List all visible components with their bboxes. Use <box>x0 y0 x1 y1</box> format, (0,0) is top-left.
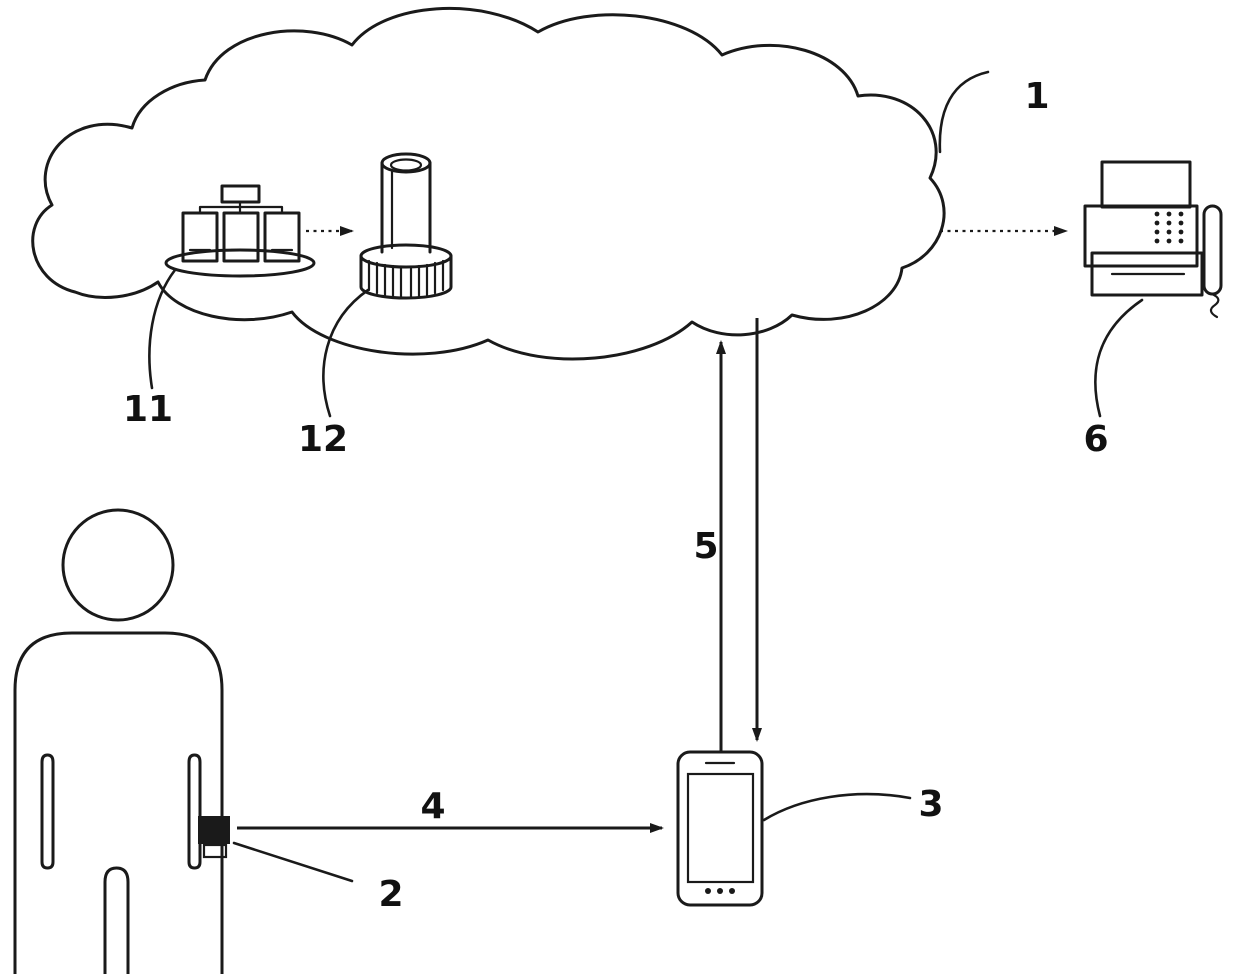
server-hub-box <box>220 184 261 204</box>
fax-machine <box>1083 160 1223 319</box>
leader-servers <box>148 268 177 390</box>
fax-handset-cord <box>1209 292 1220 319</box>
keypad-dot <box>1178 229 1184 235</box>
keypad-dot <box>1166 211 1172 217</box>
database-column-sides <box>380 161 432 254</box>
phone-dot <box>717 888 723 894</box>
label-server-cluster: 11 <box>123 389 173 430</box>
phone-home-dots <box>705 888 735 894</box>
fax-body <box>1083 204 1199 268</box>
wearable-device <box>198 816 230 859</box>
label-wearable: 2 <box>378 874 403 915</box>
fax-paper-tray <box>1100 160 1192 209</box>
label-wearable-link: 4 <box>420 786 445 827</box>
fax-keypad-dots <box>1154 211 1184 244</box>
keypad-dot <box>1178 211 1184 217</box>
person-left-arm-slit <box>40 753 55 870</box>
database-base-top <box>359 243 453 269</box>
label-smartphone: 3 <box>918 784 943 825</box>
keypad-dot <box>1178 220 1184 226</box>
leader-phone <box>762 792 912 822</box>
database-base-sides <box>359 254 453 300</box>
fax-handset <box>1202 204 1223 296</box>
phone-dot <box>705 888 711 894</box>
phone-dot <box>729 888 735 894</box>
leader-fax <box>1094 298 1144 418</box>
fax-output-tray <box>1090 251 1204 297</box>
label-database: 12 <box>298 419 348 460</box>
wearable-clasp <box>202 843 228 859</box>
keypad-dot <box>1166 220 1172 226</box>
phone-screen <box>686 772 755 884</box>
person <box>13 508 224 974</box>
smartphone <box>676 750 764 907</box>
label-cloud: 1 <box>1024 76 1049 117</box>
database-column-top <box>380 152 432 174</box>
keypad-dot <box>1166 229 1172 235</box>
database-column-inner <box>389 158 423 172</box>
server-hub-links <box>198 200 284 215</box>
person-head <box>61 508 175 622</box>
database-base-ribs <box>367 259 445 300</box>
wearable-band <box>198 816 230 844</box>
person-right-arm-slit <box>187 753 202 870</box>
server-platform-ellipse <box>164 248 316 278</box>
keypad-dot <box>1154 220 1160 226</box>
keypad-dot <box>1154 211 1160 217</box>
leader-database <box>322 288 370 418</box>
person-body <box>13 631 224 974</box>
cloud-outline <box>31 7 946 361</box>
keypad-dot <box>1154 238 1160 244</box>
person-leg-gap <box>103 866 130 974</box>
leader-cloud <box>938 70 990 154</box>
keypad-dot <box>1178 238 1184 244</box>
database-pedestal <box>359 152 453 300</box>
label-uplink: 5 <box>693 526 718 567</box>
keypad-dot <box>1166 238 1172 244</box>
leader-wearable <box>232 841 354 883</box>
keypad-dot <box>1154 229 1160 235</box>
label-fax: 6 <box>1083 419 1108 460</box>
server-tower <box>222 211 260 263</box>
server-cluster <box>164 184 316 278</box>
